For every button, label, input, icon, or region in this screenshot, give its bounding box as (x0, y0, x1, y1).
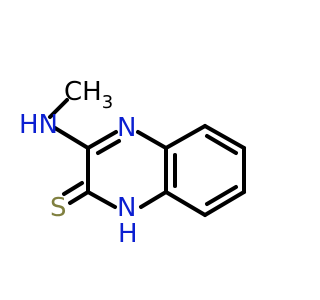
methyl-label: CH3 (64, 77, 113, 113)
bond-c7-c8-inner (205, 185, 238, 206)
bond-n4-c4a (136, 130, 168, 150)
bond-c2-s-inner (62, 181, 84, 196)
bond-c2-s (68, 190, 90, 205)
molecule-diagram: CH3 HN N N H S (19, 77, 246, 249)
bond-c7-c8 (203, 190, 246, 217)
bond-c5-c6-inner (205, 134, 238, 155)
bond-c4a-c5 (164, 124, 207, 150)
ring-nitrogen-top-label: N (117, 113, 136, 143)
bond-methyl-nh (48, 98, 69, 119)
ring-nitrogen-hydrogen-label: H (118, 219, 138, 249)
bond-c5-c6 (203, 124, 246, 150)
thione-sulfur-label: S (50, 193, 67, 223)
bond-c8a-n1 (139, 190, 168, 209)
bond-n1-c2 (86, 190, 117, 209)
amine-label: HN (19, 110, 58, 140)
bond-nh-c3 (53, 126, 90, 150)
bond-c3-n4-inner (96, 139, 121, 155)
bond-c8-c8a (164, 190, 207, 217)
atom-labels: CH3 HN N N H S (19, 77, 138, 249)
bond-c3-n4 (86, 130, 118, 150)
bonds (48, 98, 246, 217)
ring-nitrogen-bottom-label: N (117, 193, 136, 223)
